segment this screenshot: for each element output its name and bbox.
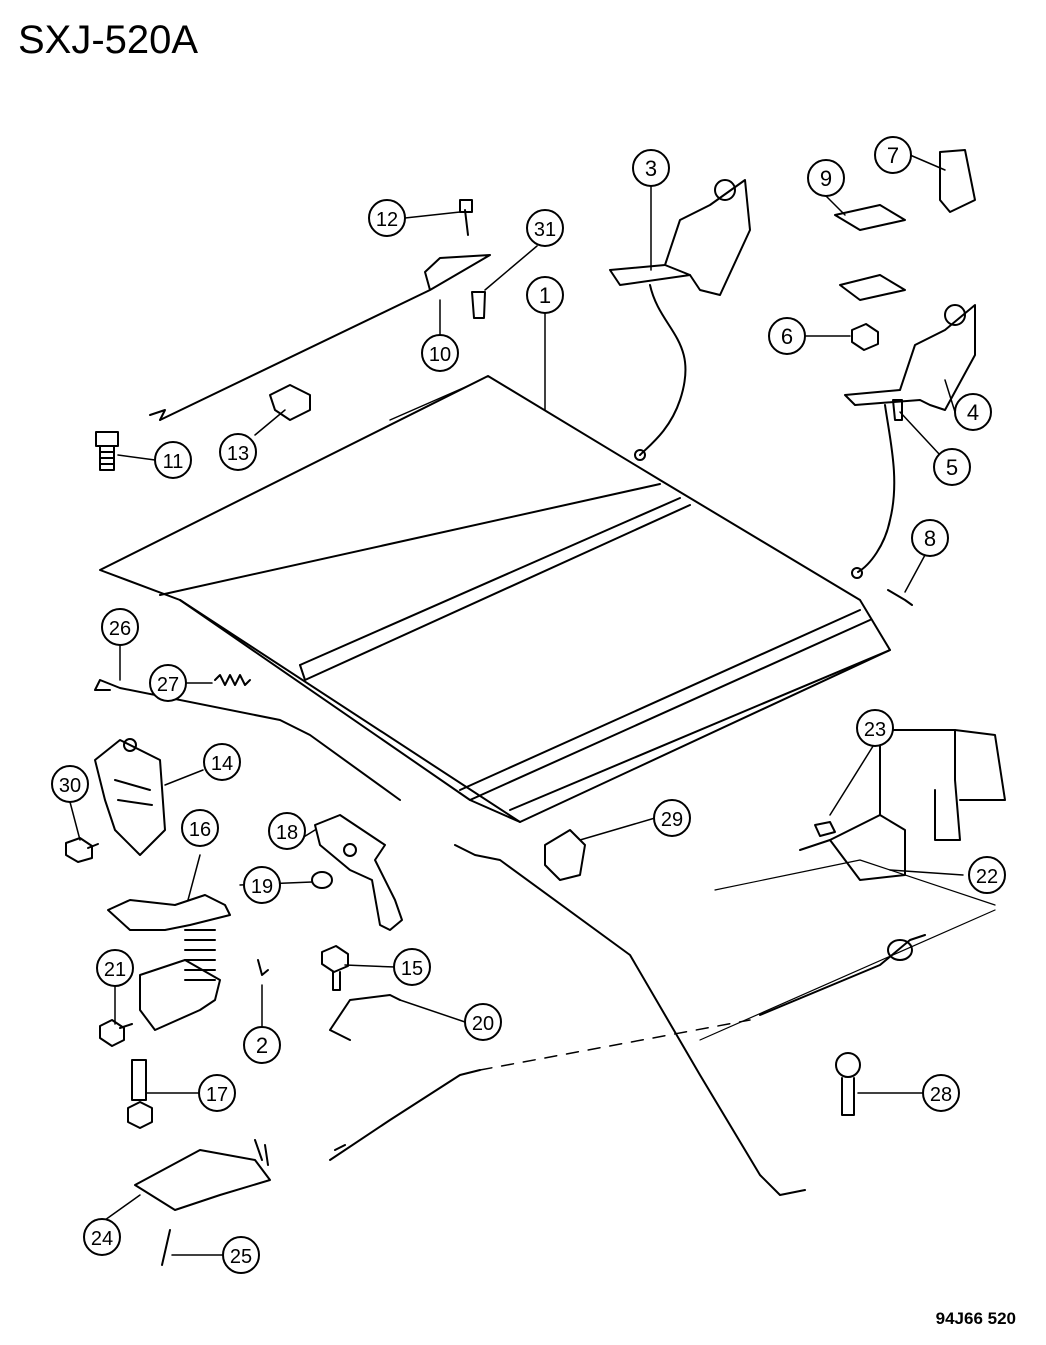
svg-text:17: 17 <box>206 1084 228 1106</box>
hinge-4 <box>844 304 976 579</box>
svg-text:5: 5 <box>946 455 958 480</box>
callout-30: 30 <box>51 765 89 803</box>
callout-1: 1 <box>526 276 564 314</box>
hood-panel <box>99 375 891 823</box>
bolt-17 <box>127 1059 153 1129</box>
screw-23 <box>814 821 836 837</box>
plate-9 <box>834 204 906 301</box>
svg-text:28: 28 <box>930 1084 952 1106</box>
callout-7: 7 <box>874 136 912 174</box>
screw-5 <box>892 399 903 421</box>
callout-9: 9 <box>807 159 845 197</box>
clip-2 <box>257 959 269 976</box>
callout-4: 4 <box>954 393 992 431</box>
callout-26: 26 <box>101 608 139 646</box>
svg-text:23: 23 <box>864 719 886 741</box>
callout-5: 5 <box>933 448 971 486</box>
callout-11: 11 <box>154 441 192 479</box>
svg-text:4: 4 <box>967 400 979 425</box>
svg-text:11: 11 <box>163 451 184 473</box>
callout-8: 8 <box>911 519 949 557</box>
callout-23: 23 <box>856 709 894 747</box>
callout-13: 13 <box>219 433 257 471</box>
callout-3: 3 <box>632 149 670 187</box>
callout-6: 6 <box>768 317 806 355</box>
striker-24 <box>134 1139 271 1211</box>
rivet-8 <box>887 589 913 606</box>
callout-14: 14 <box>203 743 241 781</box>
hinge-3 <box>609 179 751 461</box>
svg-text:31: 31 <box>534 219 556 241</box>
svg-text:14: 14 <box>211 753 233 775</box>
svg-text:6: 6 <box>781 324 793 349</box>
callouts: 1 2 3 4 5 6 7 8 9 10 11 12 13 14 15 16 1… <box>51 136 1006 1274</box>
callout-10: 10 <box>421 334 459 372</box>
diagram-code: 94J66 520 <box>935 1309 1016 1328</box>
callout-19: 19 <box>243 866 281 904</box>
svg-text:19: 19 <box>251 876 273 898</box>
pin-25 <box>161 1229 171 1266</box>
svg-text:2: 2 <box>256 1033 268 1058</box>
callout-17: 17 <box>198 1074 236 1112</box>
callout-12: 12 <box>368 199 406 237</box>
svg-text:29: 29 <box>661 809 683 831</box>
callout-28: 28 <box>922 1074 960 1112</box>
svg-text:7: 7 <box>887 143 899 168</box>
release-handle-22 <box>799 729 1006 881</box>
spacer-7 <box>939 149 976 213</box>
grommet-19 <box>311 871 333 889</box>
svg-text:26: 26 <box>109 618 131 640</box>
spring-27 <box>214 674 251 686</box>
callout-24: 24 <box>83 1218 121 1256</box>
svg-text:10: 10 <box>429 344 451 366</box>
screw-30 <box>65 837 99 863</box>
svg-text:21: 21 <box>104 959 126 981</box>
callout-2: 2 <box>243 1026 281 1064</box>
callout-15: 15 <box>393 948 431 986</box>
clip-29 <box>544 829 586 881</box>
svg-text:24: 24 <box>91 1228 113 1250</box>
nut-6 <box>851 323 879 351</box>
bolt-21 <box>99 1019 133 1047</box>
svg-text:20: 20 <box>472 1013 494 1035</box>
svg-text:9: 9 <box>820 166 832 191</box>
bumper-13 <box>269 384 311 421</box>
callout-31: 31 <box>526 209 564 247</box>
callout-20: 20 <box>464 1003 502 1041</box>
clip-31 <box>471 291 486 319</box>
latch-rod-20 <box>329 994 401 1041</box>
svg-text:8: 8 <box>924 526 936 551</box>
rod-26 <box>94 679 401 801</box>
callout-22: 22 <box>968 856 1006 894</box>
svg-text:15: 15 <box>401 958 423 980</box>
bumper-28 <box>835 1052 861 1116</box>
svg-text:30: 30 <box>59 775 81 797</box>
svg-text:18: 18 <box>276 822 298 844</box>
svg-text:22: 22 <box>976 866 998 888</box>
bolt-15 <box>321 945 349 991</box>
release-cable <box>329 844 926 1196</box>
bracket-18 <box>314 814 403 931</box>
diagram-title: SXJ-520A <box>18 18 199 62</box>
svg-text:12: 12 <box>376 209 398 231</box>
svg-text:1: 1 <box>539 283 551 308</box>
callout-16: 16 <box>181 809 219 847</box>
latch-14 <box>94 738 166 856</box>
callout-29: 29 <box>653 799 691 837</box>
callout-25: 25 <box>222 1236 260 1274</box>
callout-27: 27 <box>149 664 187 702</box>
svg-text:13: 13 <box>227 443 249 465</box>
bolt-11 <box>95 431 119 471</box>
catch-16 <box>107 894 231 1031</box>
svg-text:16: 16 <box>189 819 211 841</box>
callout-18: 18 <box>268 812 306 850</box>
callout-21: 21 <box>96 949 134 987</box>
prop-rod <box>149 199 491 421</box>
svg-text:27: 27 <box>157 674 179 696</box>
svg-text:3: 3 <box>645 156 657 181</box>
svg-text:25: 25 <box>230 1246 252 1268</box>
